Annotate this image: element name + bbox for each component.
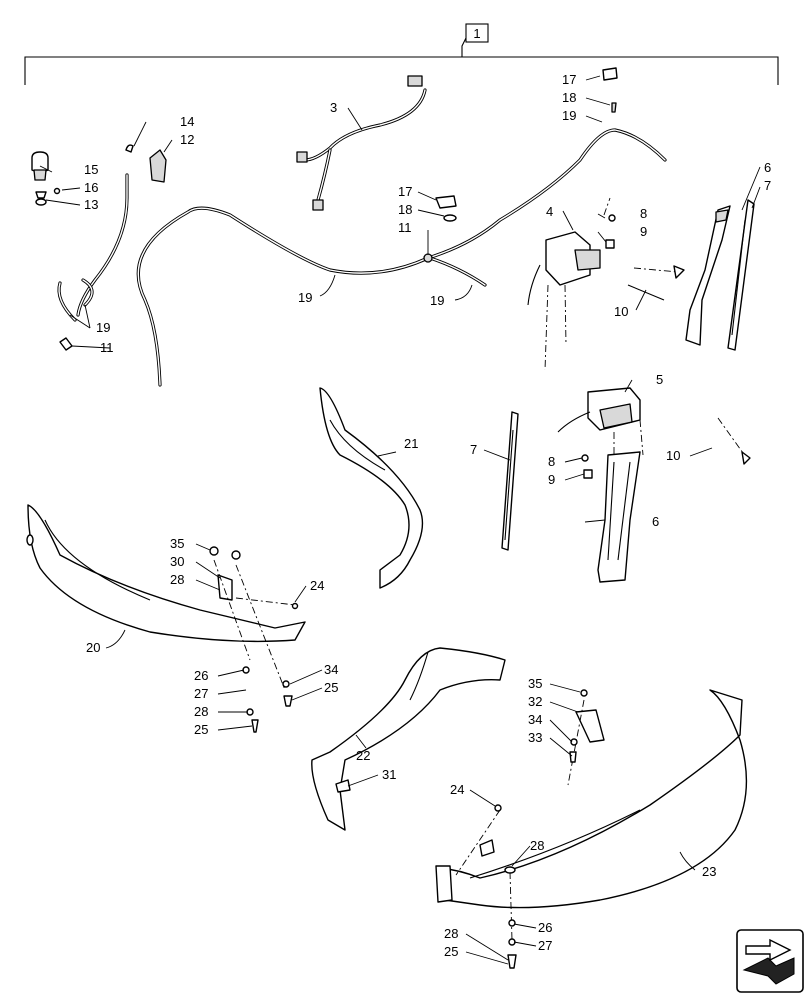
callout-25-left[interactable]: 25: [194, 722, 208, 737]
callout-7-top[interactable]: 7: [764, 178, 771, 193]
next-page-arrow-icon[interactable]: [736, 929, 804, 993]
fender-panel-22: [311, 647, 506, 831]
callout-6-top[interactable]: 6: [764, 160, 771, 175]
bolt-set-bottom: [717, 417, 751, 465]
wiper-arm-top: [685, 205, 731, 346]
callout-4[interactable]: 4: [546, 204, 553, 219]
callout-26-right[interactable]: 26: [538, 920, 552, 935]
callout-28-left[interactable]: 28: [194, 704, 208, 719]
callout-25-mid[interactable]: 25: [324, 680, 338, 695]
wiper-blade-middle: [501, 411, 519, 551]
callout-28-right[interactable]: 28: [530, 838, 544, 853]
callout-27-left[interactable]: 27: [194, 686, 208, 701]
wiper-motor-top: [527, 197, 616, 371]
callout-10-top[interactable]: 10: [614, 304, 628, 319]
washer-pump: [31, 151, 61, 206]
callout-11-top[interactable]: 11: [398, 220, 412, 235]
callout-17-top[interactable]: 17: [562, 72, 576, 87]
callout-34-left[interactable]: 34: [324, 662, 338, 677]
callout-14[interactable]: 14: [180, 114, 194, 129]
callout-3[interactable]: 3: [330, 100, 337, 115]
washer-nozzle: [125, 144, 167, 183]
callout-34-right[interactable]: 34: [528, 712, 542, 727]
callout-23[interactable]: 23: [702, 864, 716, 879]
fender-panel-23: [435, 689, 748, 969]
callout-7-middle[interactable]: 7: [470, 442, 477, 457]
wiper-arm-bottom: [597, 451, 641, 583]
callout-9-bottom[interactable]: 9: [548, 472, 555, 487]
callout-19-left[interactable]: 19: [96, 320, 110, 335]
callout-18-mid[interactable]: 18: [398, 202, 412, 217]
callout-35-left[interactable]: 35: [170, 536, 184, 551]
callout-24-right[interactable]: 24: [450, 782, 464, 797]
leader-lines: [39, 75, 761, 965]
callout-24-left[interactable]: 24: [310, 578, 324, 593]
callout-28-bottom[interactable]: 28: [444, 926, 458, 941]
callout-13[interactable]: 13: [84, 197, 98, 212]
callout-33[interactable]: 33: [528, 730, 542, 745]
callout-19-branch[interactable]: 19: [430, 293, 444, 308]
callout-20[interactable]: 20: [86, 640, 100, 655]
callout-19-main[interactable]: 19: [298, 290, 312, 305]
callout-25-right[interactable]: 25: [444, 944, 458, 959]
callout-labels: 3 4 5 6 7 7 6 8 9 8 9 10 10 11 11 12 13 …: [84, 72, 771, 959]
callout-22[interactable]: 22: [356, 748, 370, 763]
callout-11-left[interactable]: 11: [100, 340, 114, 355]
wiring-harness: [296, 75, 427, 211]
callout-10-bottom[interactable]: 10: [666, 448, 680, 463]
callout-30[interactable]: 30: [170, 554, 184, 569]
fender-panel-21: [319, 387, 424, 589]
callout-27-right[interactable]: 27: [538, 938, 552, 953]
callout-8-bottom[interactable]: 8: [548, 454, 555, 469]
washer-hose-main: [136, 67, 667, 387]
bracket-stack-right: [567, 689, 605, 786]
callout-32[interactable]: 32: [528, 694, 542, 709]
washer-hose-left: [57, 173, 129, 351]
callout-12[interactable]: 12: [180, 132, 194, 147]
callout-16[interactable]: 16: [84, 180, 98, 195]
callout-26-left[interactable]: 26: [194, 668, 208, 683]
bolt-set-top: [627, 265, 685, 301]
callout-15[interactable]: 15: [84, 162, 98, 177]
assembly-ref-label[interactable]: 1: [473, 26, 480, 41]
callout-17-mid[interactable]: 17: [398, 184, 412, 199]
callout-21[interactable]: 21: [404, 436, 418, 451]
fender-panel-20: [26, 504, 306, 643]
callout-6-bottom[interactable]: 6: [652, 514, 659, 529]
callout-18-top[interactable]: 18: [562, 90, 576, 105]
callout-8-top[interactable]: 8: [640, 206, 647, 221]
callout-35-right[interactable]: 35: [528, 676, 542, 691]
assembly-bracket: 1: [24, 23, 779, 85]
wiper-motor-bottom: [557, 387, 644, 479]
callout-9-top[interactable]: 9: [640, 224, 647, 239]
wiper-blade-top: [727, 199, 755, 351]
bracket-stack-left: [209, 546, 299, 733]
callout-19-top[interactable]: 19: [562, 108, 576, 123]
callout-31[interactable]: 31: [382, 767, 396, 782]
callout-28-upper[interactable]: 28: [170, 572, 184, 587]
callout-5[interactable]: 5: [656, 372, 663, 387]
